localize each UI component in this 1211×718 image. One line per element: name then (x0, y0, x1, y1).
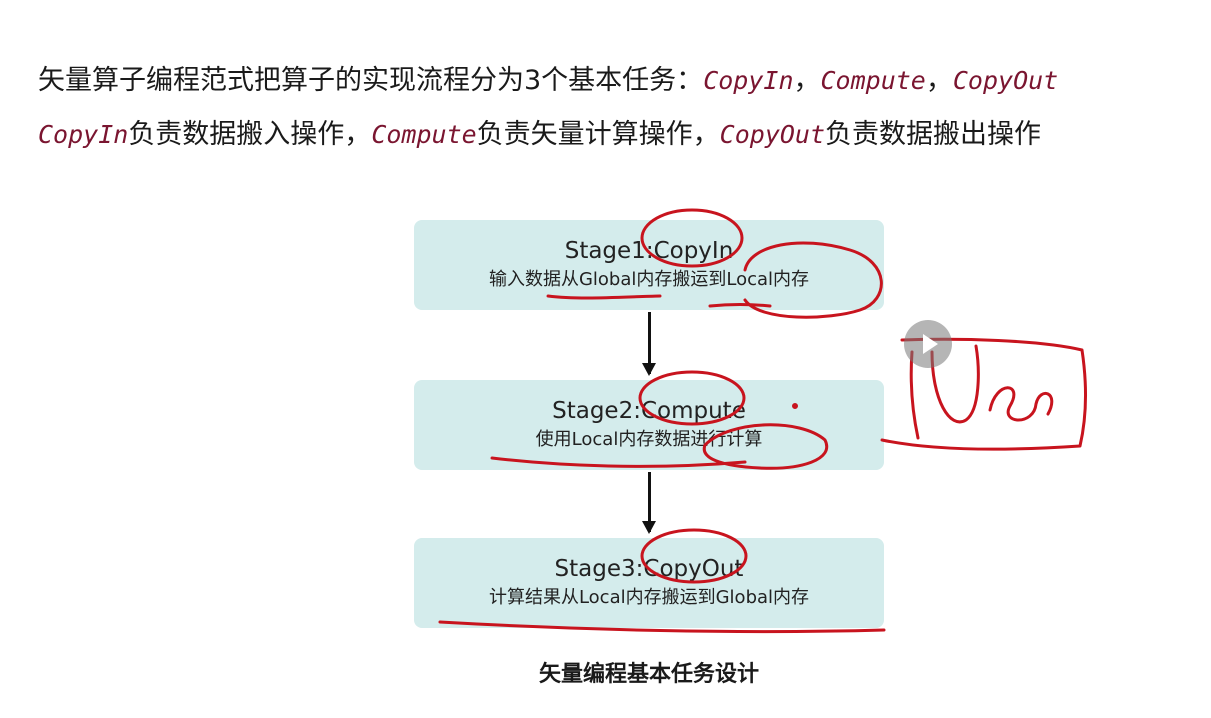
intro-text: 负责矢量计算操作， (476, 119, 720, 150)
intro-text: 负责数据搬出操作 (825, 119, 1042, 150)
stage-1-box: Stage1:CopyIn 输入数据从Global内存搬运到Local内存 (414, 220, 884, 310)
stage-2-box: Stage2:Compute 使用Local内存数据进行计算 (414, 380, 884, 470)
flow-arrow (642, 472, 656, 534)
diagram-caption: 矢量编程基本任务设计 (538, 662, 759, 687)
flow-arrow (642, 312, 656, 376)
code-copyout: CopyOut (952, 66, 1059, 95)
stage-3-box: Stage3:CopyOut 计算结果从Local内存搬运到Global内存 (414, 538, 884, 628)
separator: ， (793, 65, 821, 96)
annotation-scribble (988, 386, 1054, 422)
code-copyout: CopyOut (719, 120, 826, 149)
stage-description: 计算结果从Local内存搬运到Global内存 (488, 587, 810, 608)
stage-title: Stage3:CopyOut (554, 556, 744, 582)
intro-text: 矢量算子编程范式把算子的实现流程分为3个基本任务： (38, 65, 704, 96)
code-compute: Compute (820, 66, 926, 95)
intro-line-2: CopyIn负责数据搬入操作，Compute负责矢量计算操作，CopyOut负责… (38, 112, 1041, 151)
separator: ， (925, 65, 953, 96)
stage-description: 输入数据从Global内存搬运到Local内存 (488, 269, 810, 290)
code-copyin: CopyIn (703, 66, 794, 95)
intro-line-1: 矢量算子编程范式把算子的实现流程分为3个基本任务：CopyIn，Compute，… (38, 58, 1058, 97)
stage-title: Stage2:Compute (552, 398, 746, 424)
intro-text: 负责数据搬入操作， (128, 119, 372, 150)
code-compute: Compute (371, 120, 477, 149)
stage-description: 使用Local内存数据进行计算 (535, 429, 763, 450)
stage-title: Stage1:CopyIn (564, 238, 734, 264)
play-icon[interactable] (904, 320, 952, 368)
code-copyin: CopyIn (38, 120, 129, 149)
